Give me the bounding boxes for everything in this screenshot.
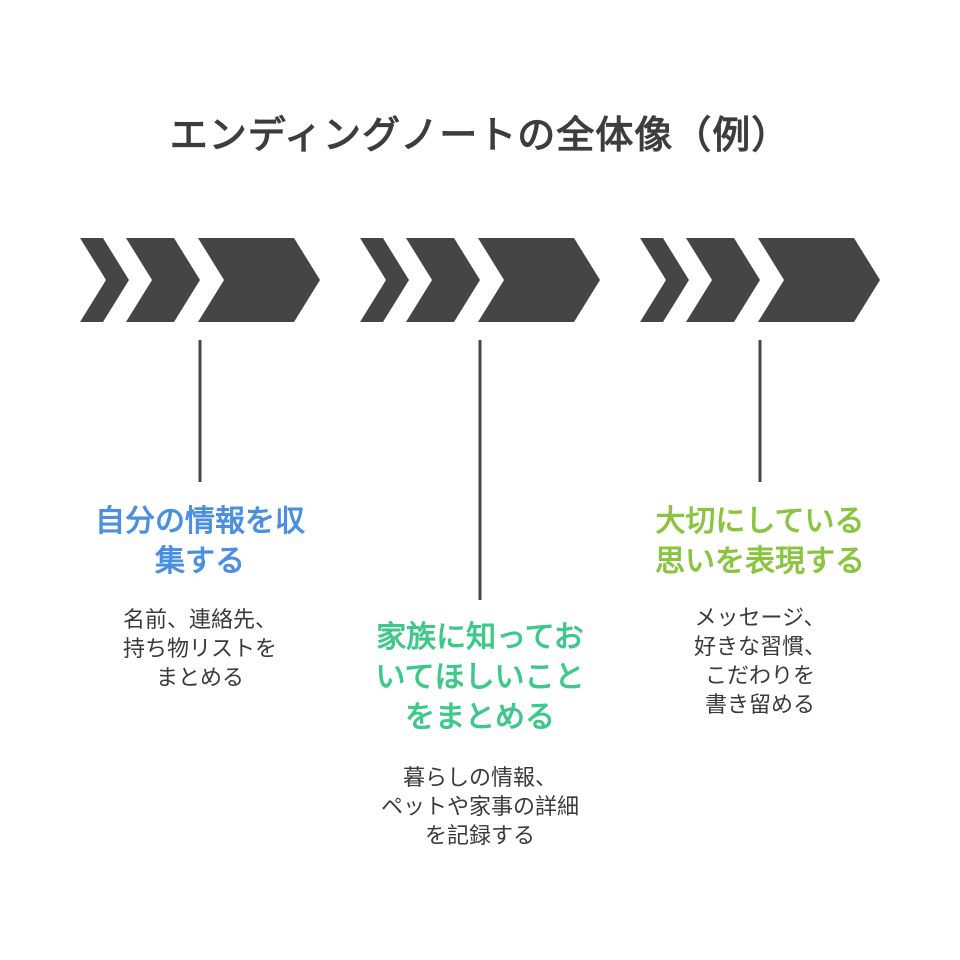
stage-2-arrows [360,238,600,322]
stage-1-description-line: 名前、連絡先、 [122,608,277,633]
stage-3-chevron-large [758,238,880,322]
stage-2-heading-line: いてほしいこと [375,660,585,695]
stage-2-heading: 家族に知ってお いてほしいこと をまとめる [330,618,630,738]
stage-2-description-line: を記録する [424,824,535,849]
stage-3-description-line: 好きな習慣、 [693,635,826,660]
stage-2-description: 暮らしの情報、 ペットや家事の詳細 を記録する [330,764,630,851]
stage-3-description-line: 書き留める [704,693,815,718]
stage-3-heading-line: 思いを表現する [655,544,865,579]
stage-3-arrows [640,238,880,322]
stage-3-chevron-small-1 [640,238,689,322]
stage-2-description-line: 暮らしの情報、 [402,766,557,791]
diagram-title: エンディングノートの全体像（例） [169,113,791,157]
stage-2-chevron-small-2 [406,238,480,322]
stage-3-description-line: こだわりを [704,664,815,689]
stage-3-description-line: メッセージ、 [694,606,826,631]
stage-1-chevron-large [198,238,320,322]
stage-3-heading-line: 大切にしている [655,504,865,539]
stage-3-heading: 大切にしている 思いを表現する [610,502,910,582]
stage-1-heading: 自分の情報を収 集する [60,502,340,582]
stage-2-chevron-small-1 [360,238,409,322]
stage-1-arrows [80,238,320,322]
stage-1-chevron-small-2 [126,238,200,322]
stage-1-description-line: まとめる [155,666,244,691]
stage-3-description: メッセージ、 好きな習慣、 こだわりを 書き留める [610,604,910,720]
stage-1-description-line: 持ち物リストを [122,637,277,662]
stage-1-description: 名前、連絡先、 持ち物リストを まとめる [60,606,340,693]
stage-1-chevron-small-1 [80,238,129,322]
stage-2-description-line: ペットや家事の詳細 [380,795,579,820]
stage-1-heading-line: 自分の情報を収 [95,504,305,539]
stage-2-chevron-large [478,238,600,322]
stage-1-heading-line: 集する [155,544,245,579]
stage-2-heading-line: 家族に知ってお [376,620,584,655]
stage-2-heading-line: をまとめる [405,700,555,735]
stage-3-chevron-small-2 [686,238,760,322]
